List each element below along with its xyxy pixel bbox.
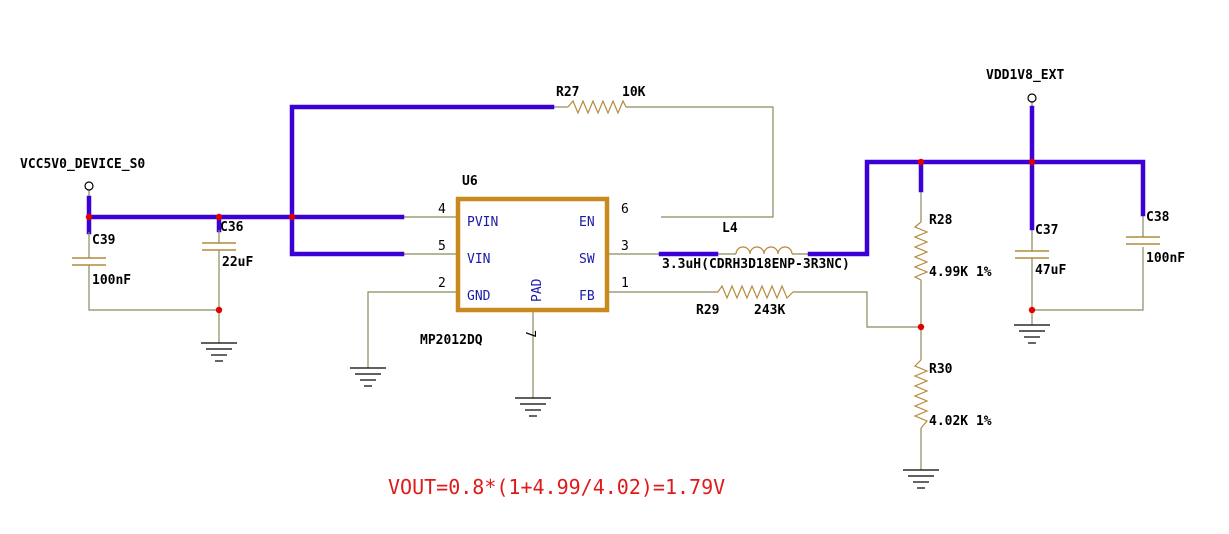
pin-number-7: 7 — [522, 330, 537, 338]
vin-terminal-icon — [84, 181, 94, 191]
pin-name-sw: SW — [579, 252, 595, 267]
vout-formula: VOUT=0.8*(1+4.99/4.02)=1.79V — [388, 475, 725, 499]
pin-number-1: 1 — [621, 276, 629, 291]
junction-dot — [288, 213, 296, 221]
resistor-r29: R29 243K — [696, 284, 794, 318]
r28-ref: R28 — [929, 213, 953, 228]
bus-wires — [86, 104, 1146, 257]
wire-gnd-pin — [367, 291, 458, 368]
pin-number-4: 4 — [438, 202, 446, 217]
capacitor-c39: C39 100nF — [72, 232, 131, 288]
r27-ref: R27 — [556, 85, 579, 100]
junction-dot — [215, 213, 223, 221]
wire-c39-down — [88, 265, 219, 311]
r30-ref: R30 — [929, 362, 953, 377]
r27-zigzag — [567, 99, 627, 115]
r29-ref: R29 — [696, 303, 719, 318]
pin-name-pvin: PVIN — [467, 215, 498, 230]
wire-r27-to-en — [643, 106, 774, 218]
pin-number-2: 2 — [438, 276, 446, 291]
wire-r29-to-node — [793, 291, 921, 328]
r27-value: 10K — [622, 85, 646, 100]
junction-dot — [215, 306, 223, 314]
r28-value: 4.99K 1% — [929, 265, 992, 280]
ground-icon-gnd-pin — [350, 367, 386, 387]
vout-net-label: VDD1V8_EXT — [986, 68, 1064, 83]
bus-vin-main — [86, 195, 405, 220]
c36-value: 22uF — [222, 255, 253, 270]
ic-ref: U6 — [462, 174, 478, 189]
r29-zigzag — [717, 284, 794, 300]
resistor-r30: R30 4.02K 1% — [913, 359, 992, 429]
ground-icon-r30 — [903, 469, 939, 489]
r28-zigzag — [913, 221, 929, 281]
c38-value: 100nF — [1146, 251, 1185, 266]
c37-value: 47uF — [1035, 263, 1066, 278]
r30-zigzag — [913, 359, 929, 429]
resistor-r28: R28 4.99K 1% — [913, 213, 992, 281]
pin-number-6: 6 — [621, 202, 629, 217]
pin-name-gnd: GND — [467, 289, 491, 304]
pin-name-fb: FB — [579, 289, 595, 304]
vout-terminal-icon — [1027, 93, 1037, 103]
pin-number-3: 3 — [621, 239, 629, 254]
l4-ref: L4 — [722, 221, 738, 236]
inductor-l4: L4 3.3uH(CDRH3D18ENP-3R3NC) — [662, 221, 850, 272]
pin-number-5: 5 — [438, 239, 446, 254]
r30-value: 4.02K 1% — [929, 414, 992, 429]
resistor-r27: R27 10K — [556, 85, 646, 115]
ground-icon-c36 — [201, 342, 237, 362]
pin-name-en: EN — [579, 215, 595, 230]
ic-part: MP2012DQ — [420, 333, 483, 348]
junction-dot — [917, 158, 925, 166]
c37-ref: C37 — [1035, 223, 1058, 238]
junction-dot — [85, 213, 93, 221]
c39-value: 100nF — [92, 273, 131, 288]
wire-c38-down — [1032, 247, 1144, 311]
junction-dot — [917, 323, 925, 331]
junctions — [85, 158, 1036, 331]
ground-icon-c37 — [1014, 324, 1050, 344]
bus-vout-main — [807, 159, 1146, 257]
ic-body — [455, 196, 610, 313]
capacitor-c36: C36 22uF — [202, 220, 253, 270]
power-symbol-vout: VDD1V8_EXT — [986, 68, 1064, 103]
pin-name-vin: VIN — [467, 252, 490, 267]
ground-icon-pad — [515, 397, 551, 417]
power-symbol-vin: VCC5V0_DEVICE_S0 — [20, 157, 145, 191]
ic-u6: U6 MP2012DQ PVIN VIN GND EN SW FB PAD 4 … — [420, 174, 629, 348]
capacitor-c37: C37 47uF — [1015, 223, 1066, 278]
junction-dot — [1028, 306, 1036, 314]
vin-net-label: VCC5V0_DEVICE_S0 — [20, 157, 145, 172]
pin-name-pad: PAD — [530, 278, 545, 302]
l4-coil — [735, 246, 793, 255]
r29-value: 243K — [754, 303, 785, 318]
bus-vin-loop — [289, 104, 555, 257]
c38-ref: C38 — [1146, 210, 1170, 225]
c39-ref: C39 — [92, 233, 115, 248]
c36-ref: C36 — [220, 220, 244, 235]
capacitor-c38: C38 100nF — [1126, 210, 1185, 266]
l4-value: 3.3uH(CDRH3D18ENP-3R3NC) — [662, 257, 850, 272]
junction-dot — [1028, 158, 1036, 166]
